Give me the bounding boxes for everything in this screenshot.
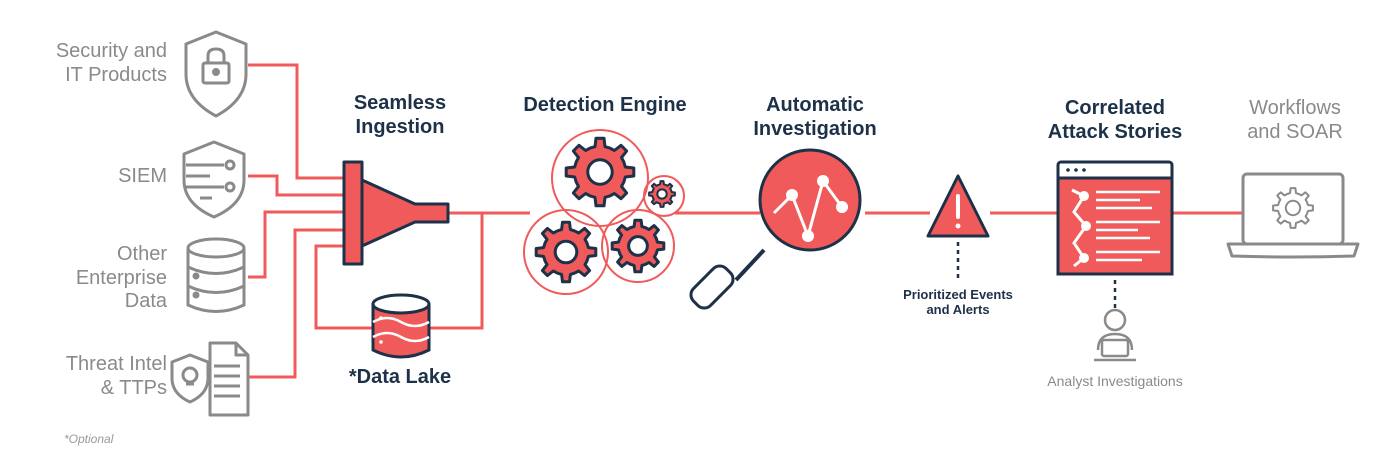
gear-icon [564,136,636,208]
source-label-threat-intel: Threat Intel& TTPs [65,353,167,399]
shield-circuit-icon [182,140,246,219]
attack-stories-window-icon [1056,160,1174,308]
alert-triangle-icon [926,174,990,282]
gear-icon [610,218,666,274]
threat-document-icon [170,341,250,417]
gear-icon [534,220,598,284]
optional-note: *Optional [64,432,114,446]
detection-engine-icon [523,129,685,295]
stage-title-detection: Detection Engine [523,94,687,116]
funnel-icon [342,160,450,266]
gear-icon [1272,187,1314,229]
source-connectors [248,63,484,379]
data-lake-label: *Data Lake [348,366,452,388]
shield-lock-icon [184,30,248,118]
laptop-icon [1226,172,1360,259]
gear-icon [648,180,676,208]
data-lake-icon [371,293,431,359]
analyst-investigations-label: Analyst Investigations [1047,373,1183,389]
analyst-icon [1094,308,1136,362]
database-icon [186,237,246,313]
investigation-magnifier-icon [689,148,862,310]
source-label-siem: SIEM [118,165,167,187]
